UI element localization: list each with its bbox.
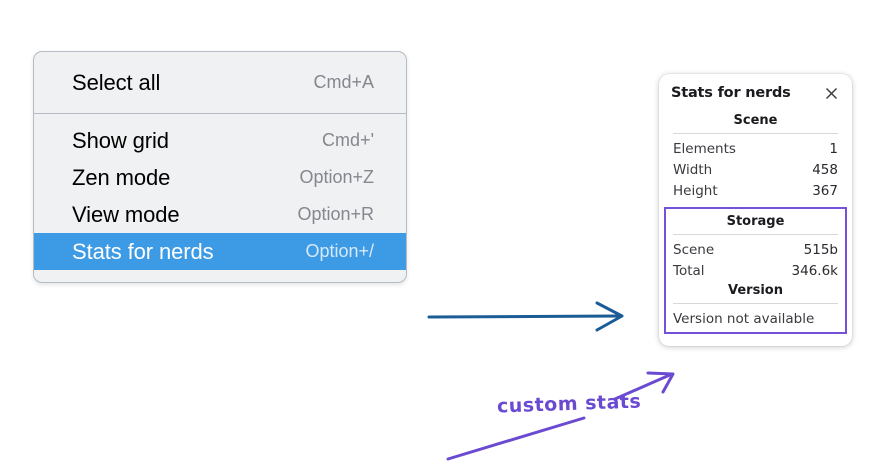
stat-value: 515b bbox=[803, 241, 838, 258]
menu-item-view-mode[interactable]: View mode Option+R bbox=[34, 196, 406, 233]
custom-stats-underline-stroke bbox=[446, 416, 586, 461]
storage-heading: Storage bbox=[726, 214, 785, 229]
panel-title: Stats for nerds bbox=[671, 85, 791, 101]
section-rule bbox=[673, 234, 838, 235]
menu-group-1: Select all Cmd+A bbox=[34, 52, 406, 113]
stat-label: Elements bbox=[673, 140, 736, 157]
menu-item-shortcut: Option+R bbox=[297, 204, 374, 224]
version-heading: Version bbox=[728, 283, 783, 298]
stat-value: 1 bbox=[829, 140, 838, 157]
flow-arrow-icon bbox=[427, 301, 624, 332]
stat-row: Elements 1 bbox=[671, 138, 840, 159]
menu-group-2: Show grid Cmd+' Zen mode Option+Z View m… bbox=[34, 114, 406, 282]
stat-label: Total bbox=[673, 262, 705, 279]
stat-label: Scene bbox=[673, 241, 715, 258]
stat-value: 367 bbox=[812, 182, 838, 199]
stat-row: Height 367 bbox=[671, 180, 840, 201]
stat-value: 346.6k bbox=[791, 262, 838, 279]
scene-section: Scene Elements 1 Width 458 Height 367 bbox=[671, 111, 840, 201]
menu-item-label: Select all bbox=[72, 69, 161, 95]
menu-item-label: View mode bbox=[72, 201, 180, 227]
menu-item-label: Stats for nerds bbox=[72, 238, 214, 264]
version-section: Version Version not available bbox=[671, 281, 840, 328]
menu-divider bbox=[34, 113, 406, 114]
menu-item-zen-mode[interactable]: Zen mode Option+Z bbox=[34, 159, 406, 196]
menu-item-stats-for-nerds[interactable]: Stats for nerds Option+/ bbox=[34, 233, 406, 270]
stat-row: Width 458 bbox=[671, 159, 840, 180]
close-icon[interactable] bbox=[824, 86, 839, 101]
custom-stats-pointer-arrow-icon bbox=[613, 371, 675, 401]
menu-item-label: Zen mode bbox=[72, 164, 171, 190]
menu-item-shortcut: Cmd+A bbox=[313, 72, 374, 92]
stat-label: Height bbox=[673, 182, 718, 199]
version-text: Version not available bbox=[673, 311, 815, 327]
stats-for-nerds-panel: Stats for nerds Scene Elements 1 Width 4… bbox=[659, 74, 852, 346]
custom-stats-highlight-box: Storage Scene 515b Total 346.6k Version … bbox=[664, 207, 847, 334]
panel-header: Stats for nerds bbox=[671, 85, 840, 101]
stat-label: Width bbox=[673, 161, 713, 178]
menu-item-shortcut: Cmd+' bbox=[322, 130, 374, 150]
menu-item-shortcut: Option+/ bbox=[305, 241, 374, 261]
section-rule bbox=[673, 303, 838, 304]
custom-stats-annotation-label: custom stats bbox=[496, 390, 642, 418]
storage-section: Storage Scene 515b Total 346.6k bbox=[671, 212, 840, 281]
menu-item-shortcut: Option+Z bbox=[299, 167, 374, 187]
stat-row: Total 346.6k bbox=[671, 260, 840, 281]
scene-heading: Scene bbox=[733, 113, 778, 128]
stat-row: Scene 515b bbox=[671, 239, 840, 260]
stat-value: 458 bbox=[812, 161, 838, 178]
menu-item-show-grid[interactable]: Show grid Cmd+' bbox=[34, 122, 406, 159]
context-menu[interactable]: Select all Cmd+A Show grid Cmd+' Zen mod… bbox=[33, 51, 407, 283]
section-rule bbox=[673, 133, 838, 134]
menu-item-select-all[interactable]: Select all Cmd+A bbox=[34, 64, 406, 101]
menu-item-label: Show grid bbox=[72, 127, 169, 153]
